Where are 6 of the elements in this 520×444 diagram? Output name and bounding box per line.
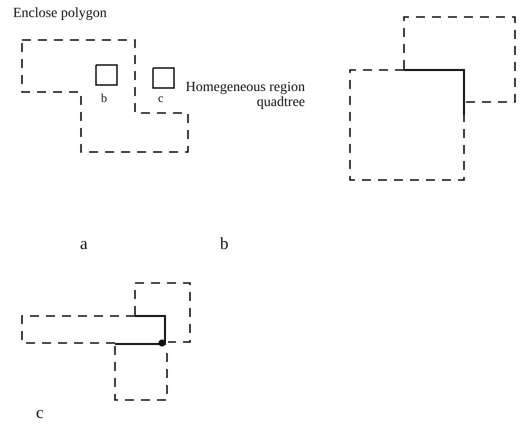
region-label: b <box>101 92 107 106</box>
panel-label: c <box>36 404 44 423</box>
region-label: c <box>158 92 164 106</box>
panel-label: a <box>80 235 88 254</box>
figure-label: Enclose polygon <box>13 6 107 22</box>
panel-label: b <box>220 235 228 254</box>
